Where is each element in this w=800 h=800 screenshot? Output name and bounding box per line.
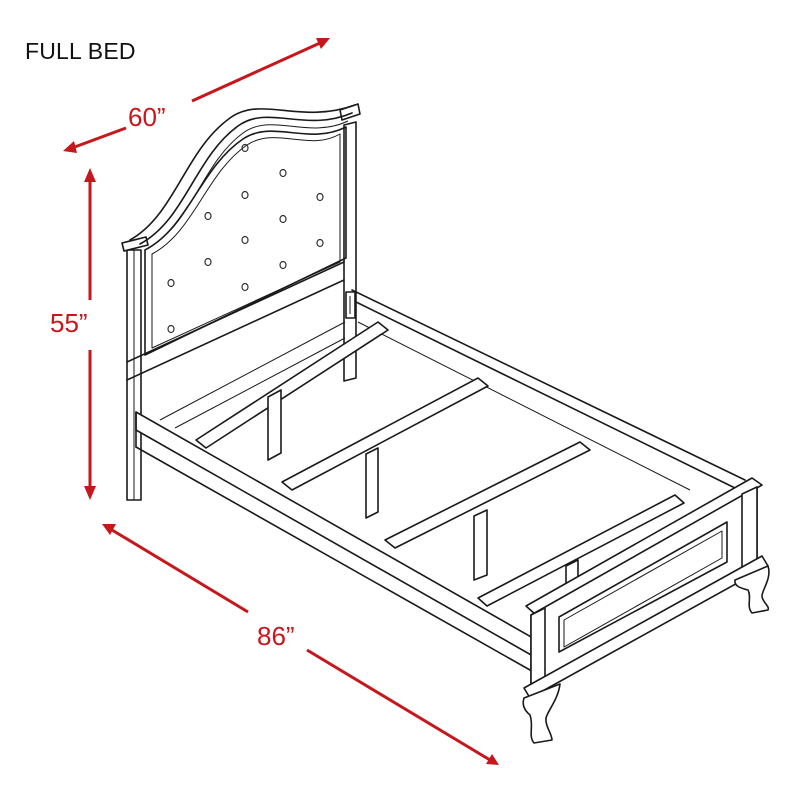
headboard bbox=[121, 103, 361, 501]
height-dimension-label: 55” bbox=[50, 308, 88, 338]
footboard bbox=[522, 477, 770, 744]
side-rails bbox=[135, 289, 746, 671]
tufting-buttons bbox=[167, 143, 324, 334]
height-dimension-arrow bbox=[84, 168, 96, 500]
length-dimension-arrow bbox=[102, 524, 499, 765]
product-title: FULL BED bbox=[25, 38, 136, 64]
length-dimension-label: 86” bbox=[257, 621, 295, 651]
slats bbox=[195, 321, 685, 607]
width-dimension-arrow bbox=[63, 38, 330, 153]
width-dimension-label: 60” bbox=[128, 102, 166, 132]
